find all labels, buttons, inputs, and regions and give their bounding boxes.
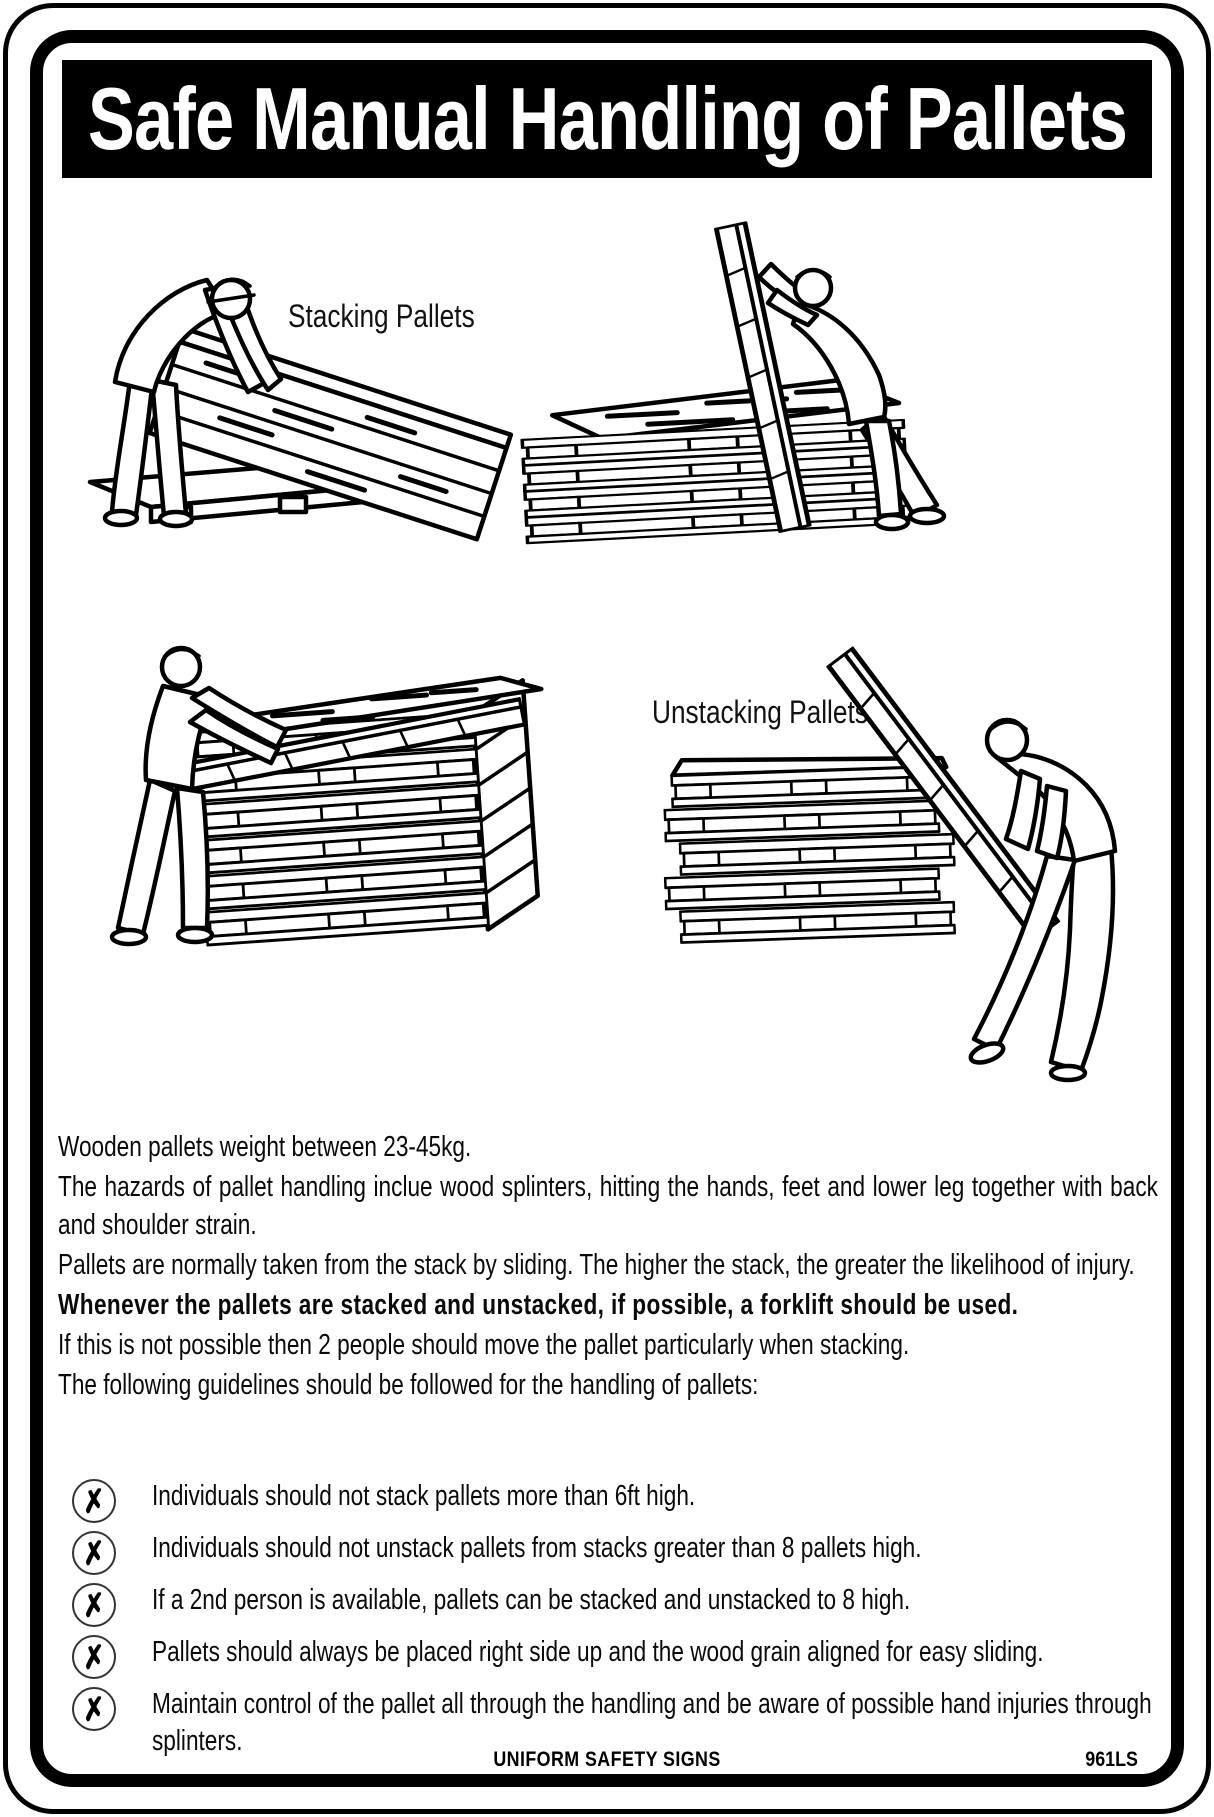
cross-icon: ✗ [72,1531,116,1575]
unstacking-label: Unstacking Pallets [652,694,868,730]
paragraph: If this is not possible then 2 people sh… [58,1329,910,1361]
footer-code: 961LS [1085,1748,1138,1771]
guideline-text: Individuals should not stack pallets mor… [152,1480,696,1512]
paragraph: The hazards of pallet handling inclue wo… [58,1171,1158,1241]
guideline-text: Maintain control of the pallet all throu… [152,1688,1152,1757]
guideline-item: ✗ If a 2nd person is available, pallets … [58,1582,1158,1627]
guideline-item: ✗ Individuals should not stack pallets m… [58,1478,1158,1523]
paragraph: Wooden pallets weight between 23-45kg. [58,1131,472,1163]
stacking-scene-tall-stack-illustration [80,550,540,947]
paragraph: The following guidelines should be follo… [58,1369,759,1401]
header-bar: Safe Manual Handling of Pallets [62,60,1152,178]
worker-figure [968,720,1115,1080]
cross-icon: ✗ [72,1583,116,1627]
pallet-stack [191,675,557,947]
guideline-item: ✗ Individuals should not unstack pallets… [58,1530,1158,1575]
guideline-list: ✗ Individuals should not stack pallets m… [58,1478,1158,1767]
unstacking-scene-illustration [663,550,1155,1080]
stacking-scene-stack-illustration [520,215,990,545]
worker-head [987,720,1027,760]
worker-figure [759,264,944,529]
worker-figure [105,279,281,526]
cross-icon: ✗ [72,1479,116,1523]
cross-icon: ✗ [72,1687,116,1731]
pallet-stack [520,377,911,545]
guideline-text: Pallets should always be placed right si… [152,1636,1044,1668]
page-title: Safe Manual Handling of Pallets [87,69,1127,168]
paragraph: Whenever the pallets are stacked and uns… [58,1289,1019,1321]
guideline-text: Individuals should not unstack pallets f… [152,1532,922,1564]
guideline-text: If a 2nd person is available, pallets ca… [152,1584,911,1616]
cross-icon: ✗ [72,1635,116,1679]
pallet-stack [663,751,957,944]
stacking-scene-lift-illustration [55,220,455,530]
guideline-item: ✗ Pallets should always be placed right … [58,1634,1158,1679]
worker-figure [112,648,286,944]
guideline-item: ✗ Maintain control of the pallet all thr… [58,1686,1158,1760]
paragraph: Pallets are normally taken from the stac… [58,1249,1135,1281]
footer: UNIFORM SAFETY SIGNS 961LS [62,1748,1152,1774]
stacking-label: Stacking Pallets [288,298,475,334]
body-text: Wooden pallets weight between 23-45kg. T… [58,1128,1158,1406]
footer-brand: UNIFORM SAFETY SIGNS [493,1748,721,1771]
